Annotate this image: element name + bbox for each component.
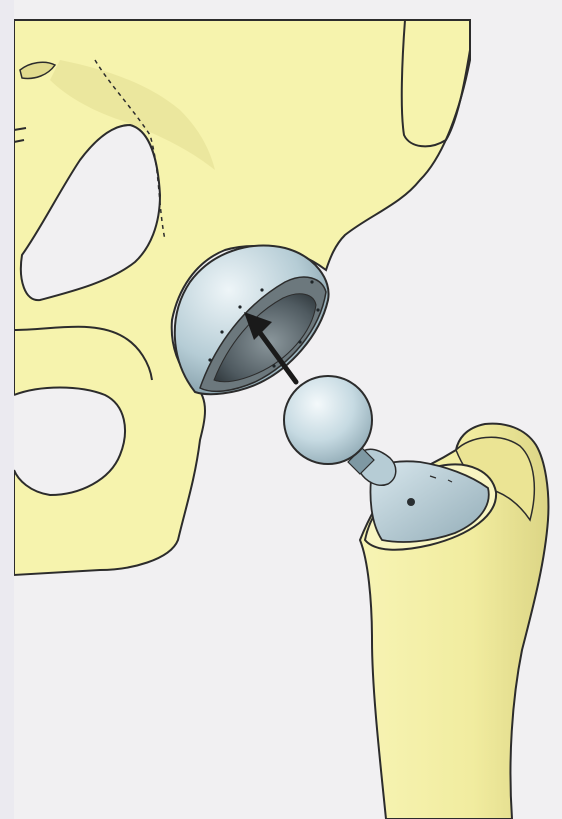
femoral-head-ball <box>284 376 372 464</box>
ball <box>284 376 372 464</box>
left-margin <box>0 0 14 819</box>
stem-hole <box>407 498 415 506</box>
